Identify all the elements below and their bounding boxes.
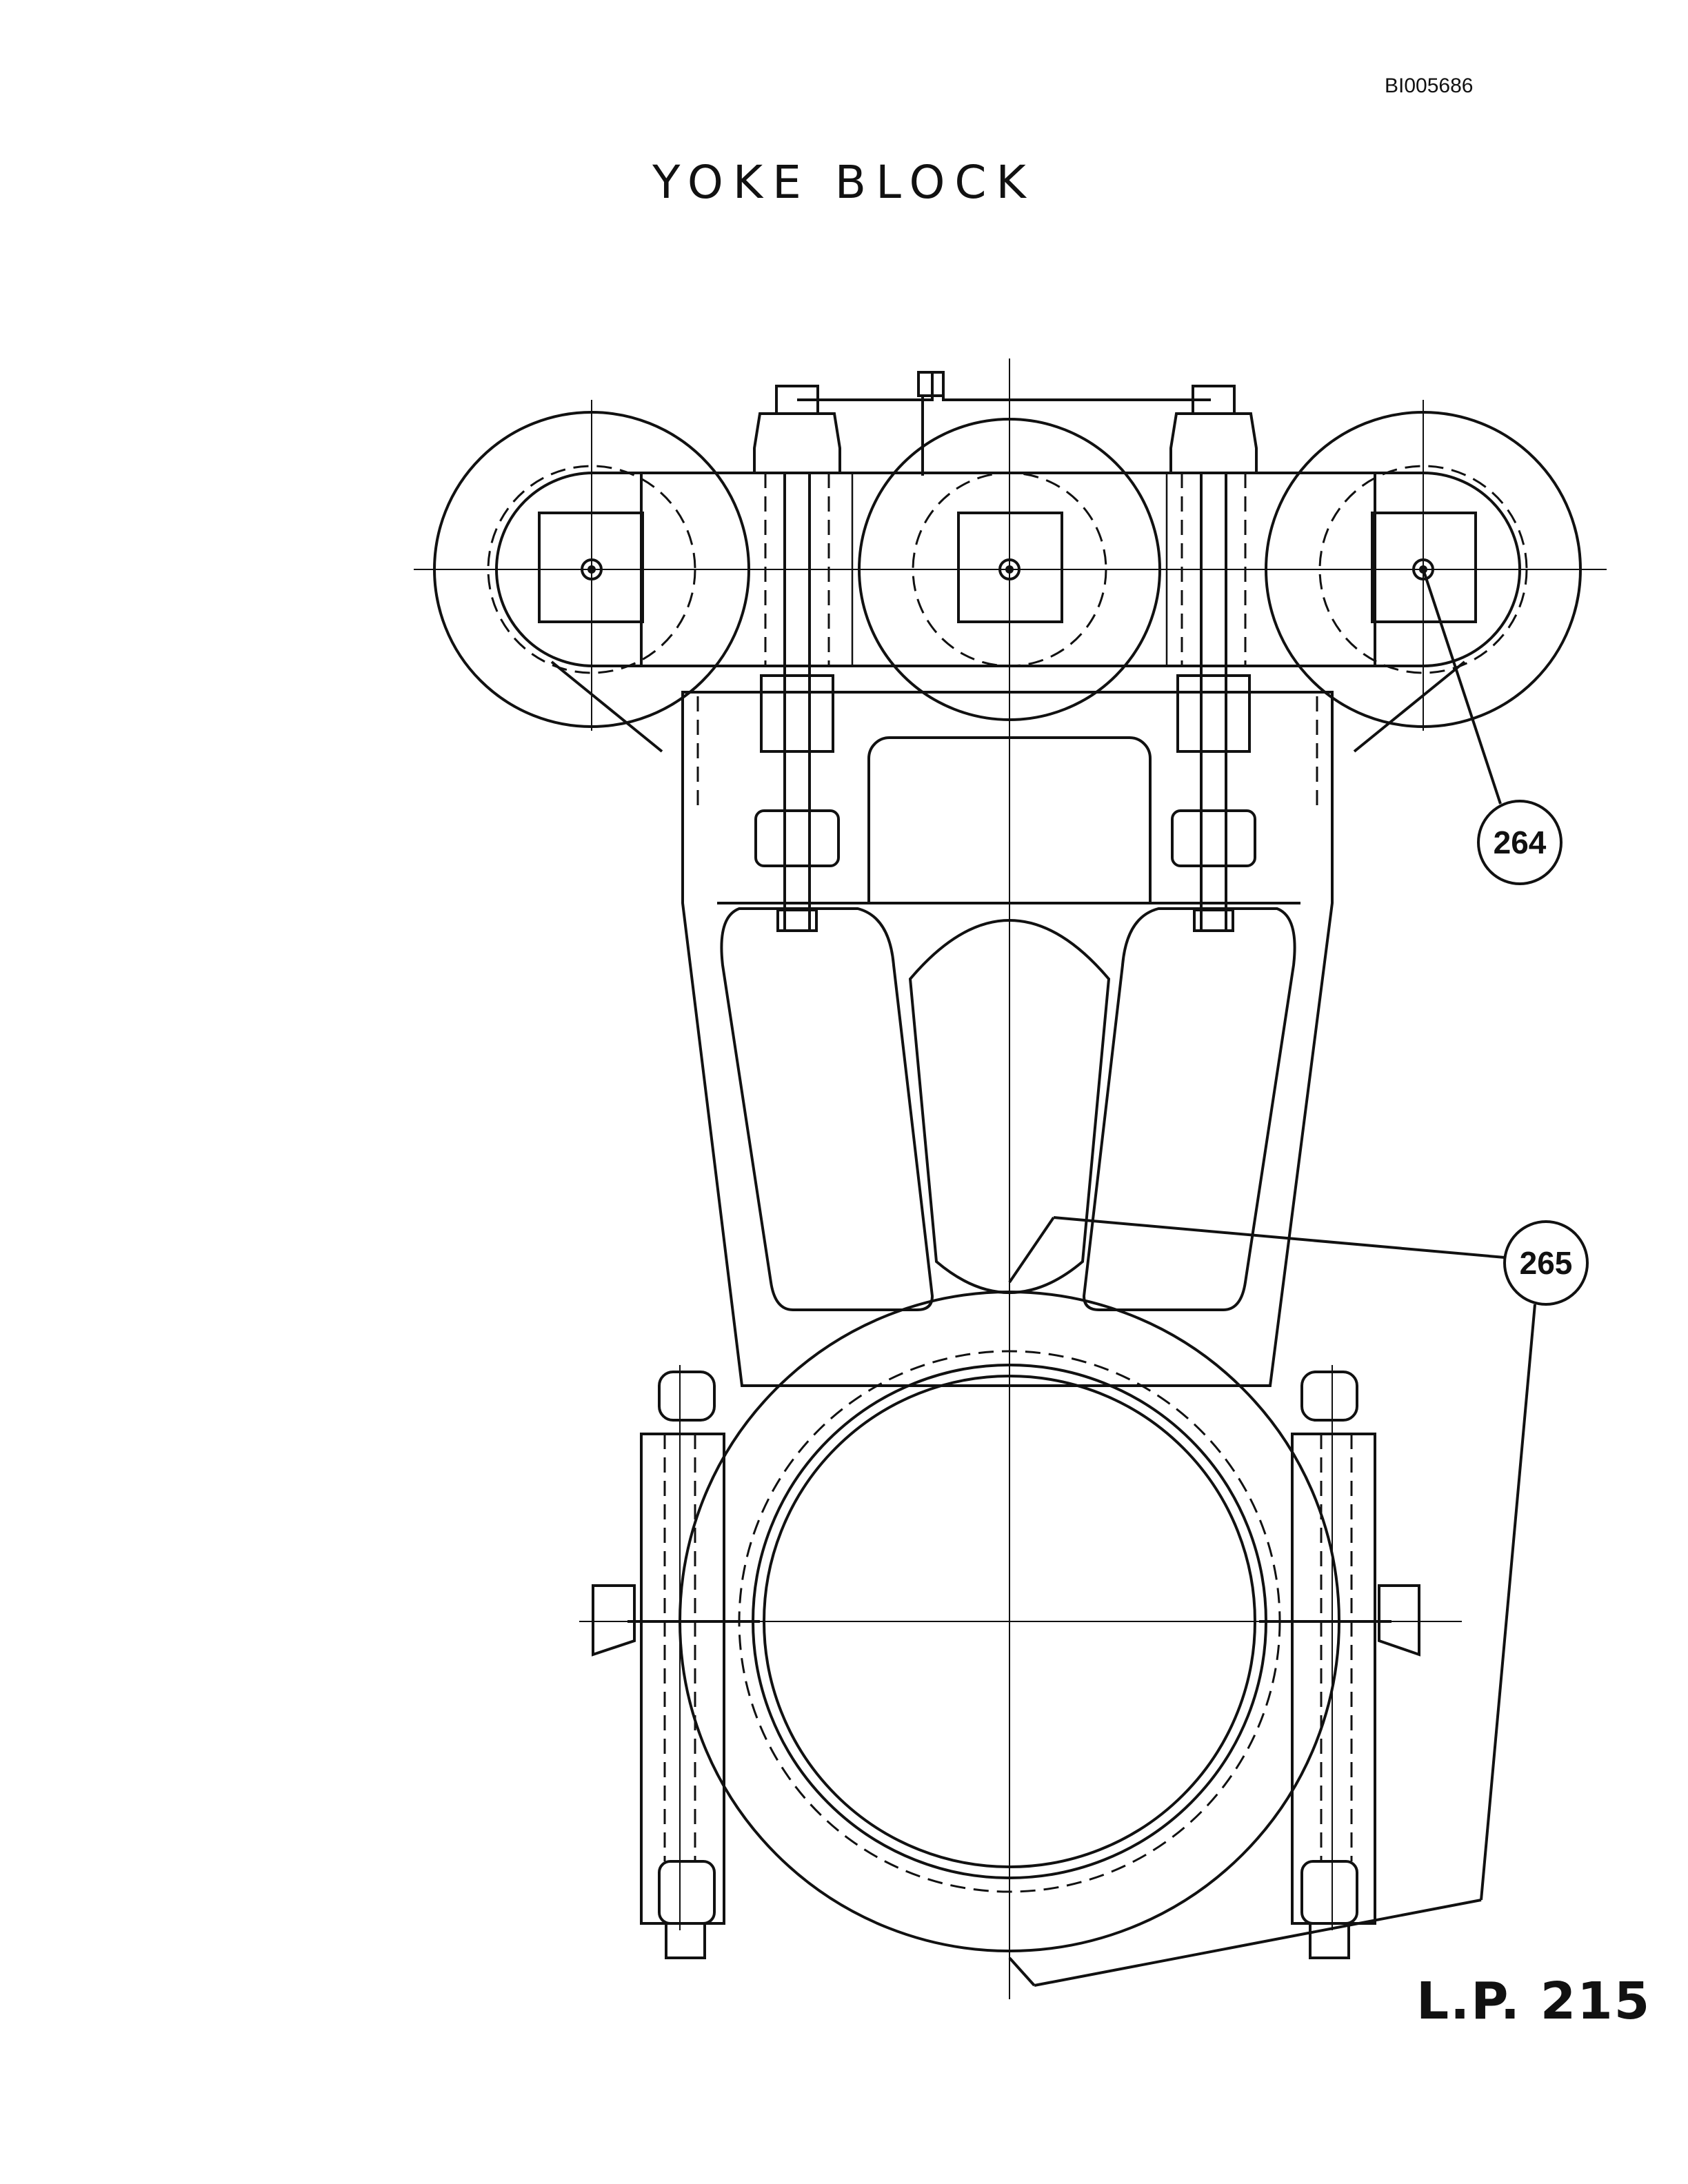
plate-reference: L.P. 215 <box>1416 1972 1651 2031</box>
roller-wheels <box>433 411 1582 728</box>
top-crosshead <box>495 472 1521 753</box>
top-bolts <box>753 371 1258 932</box>
yoke-body <box>681 691 1334 1387</box>
callout-265-label: 265 <box>1520 1245 1573 1281</box>
callout-264: 264 <box>1422 569 1563 885</box>
drawing-title: YOKE BLOCK <box>652 156 1036 209</box>
document-id: BI005686 <box>1385 74 1474 97</box>
callout-264-label: 264 <box>1494 825 1547 860</box>
cap-bolts <box>592 1371 1420 1959</box>
center-lines <box>414 358 1607 1999</box>
roller-pins <box>581 558 1434 580</box>
callout-265: 265 <box>1008 1216 1589 1987</box>
main-bearing <box>627 1291 1391 1952</box>
